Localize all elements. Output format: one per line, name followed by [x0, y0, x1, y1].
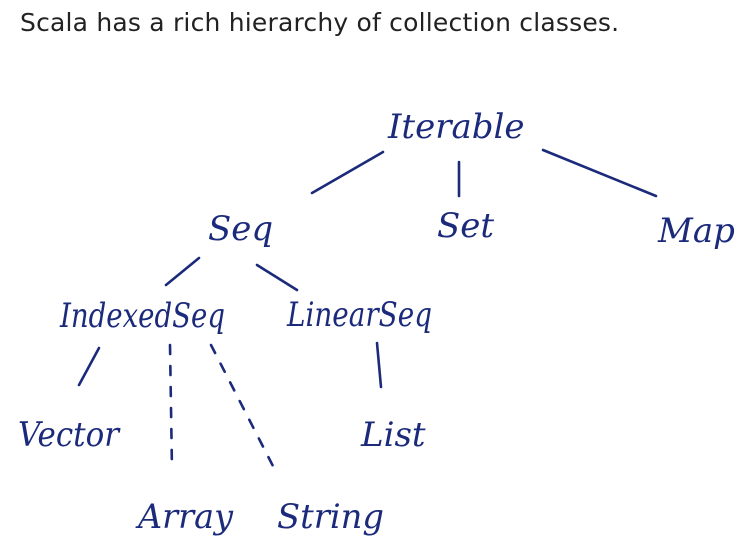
node-map: Map — [657, 211, 735, 251]
edge-indexedseq-string — [209, 343, 277, 472]
node-seq: Seq — [208, 209, 273, 249]
node-array: Array — [135, 497, 234, 537]
slide-heading: Scala has a rich hierarchy of collection… — [20, 8, 620, 37]
edge-linearseq-list — [375, 341, 383, 389]
edge-seq-indexedseq — [164, 256, 201, 287]
node-list: List — [360, 415, 426, 455]
node-vector: Vector — [18, 415, 121, 455]
node-indexedseq: IndexedSeq — [59, 296, 225, 336]
edge-indexedseq-array — [168, 343, 174, 472]
node-set: Set — [437, 206, 494, 246]
node-string: String — [277, 497, 384, 537]
edge-seq-linearseq — [255, 263, 299, 292]
node-iterable: Iterable — [387, 107, 525, 147]
edge-iterable-map — [541, 148, 658, 198]
edge-indexedseq-vector — [77, 346, 101, 387]
edge-iterable-seq — [310, 150, 385, 195]
node-linearseq: LinearSeq — [286, 295, 432, 335]
